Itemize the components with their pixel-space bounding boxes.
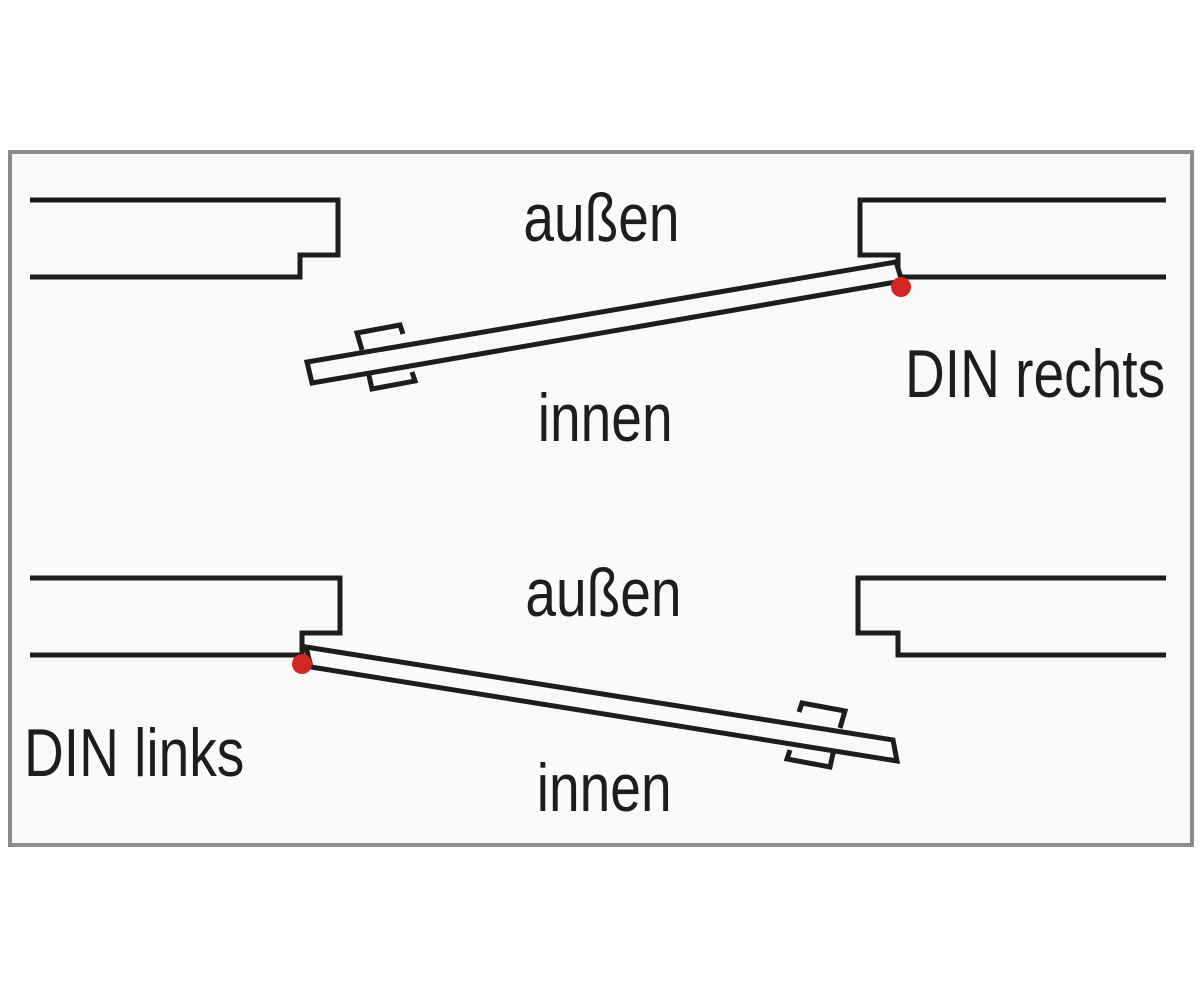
door-handle-outside-din-rechts [353,322,406,351]
label-inside-top: innen [537,380,673,456]
hinge-dot-din-links [292,654,312,674]
door-handle-inside-din-rechts [365,370,419,392]
door-handle-inside-din-links [783,748,837,770]
wall-bottom-right [855,575,1166,658]
wall-top-left [30,197,341,280]
label-outside-bottom: außen [524,555,682,631]
label-din-rechts: DIN rechts [905,336,1166,412]
label-din-links: DIN links [24,715,245,791]
door-handle-outside-din-links [796,700,849,729]
hinge-dot-din-rechts [891,277,911,297]
label-inside-bottom: innen [536,750,672,826]
door-leaf-din-rechts [303,259,906,386]
wall-bottom-left [30,575,343,658]
wall-top-right [857,197,1166,280]
diagram-panel [8,150,1194,847]
label-outside-top: außen [522,180,680,256]
